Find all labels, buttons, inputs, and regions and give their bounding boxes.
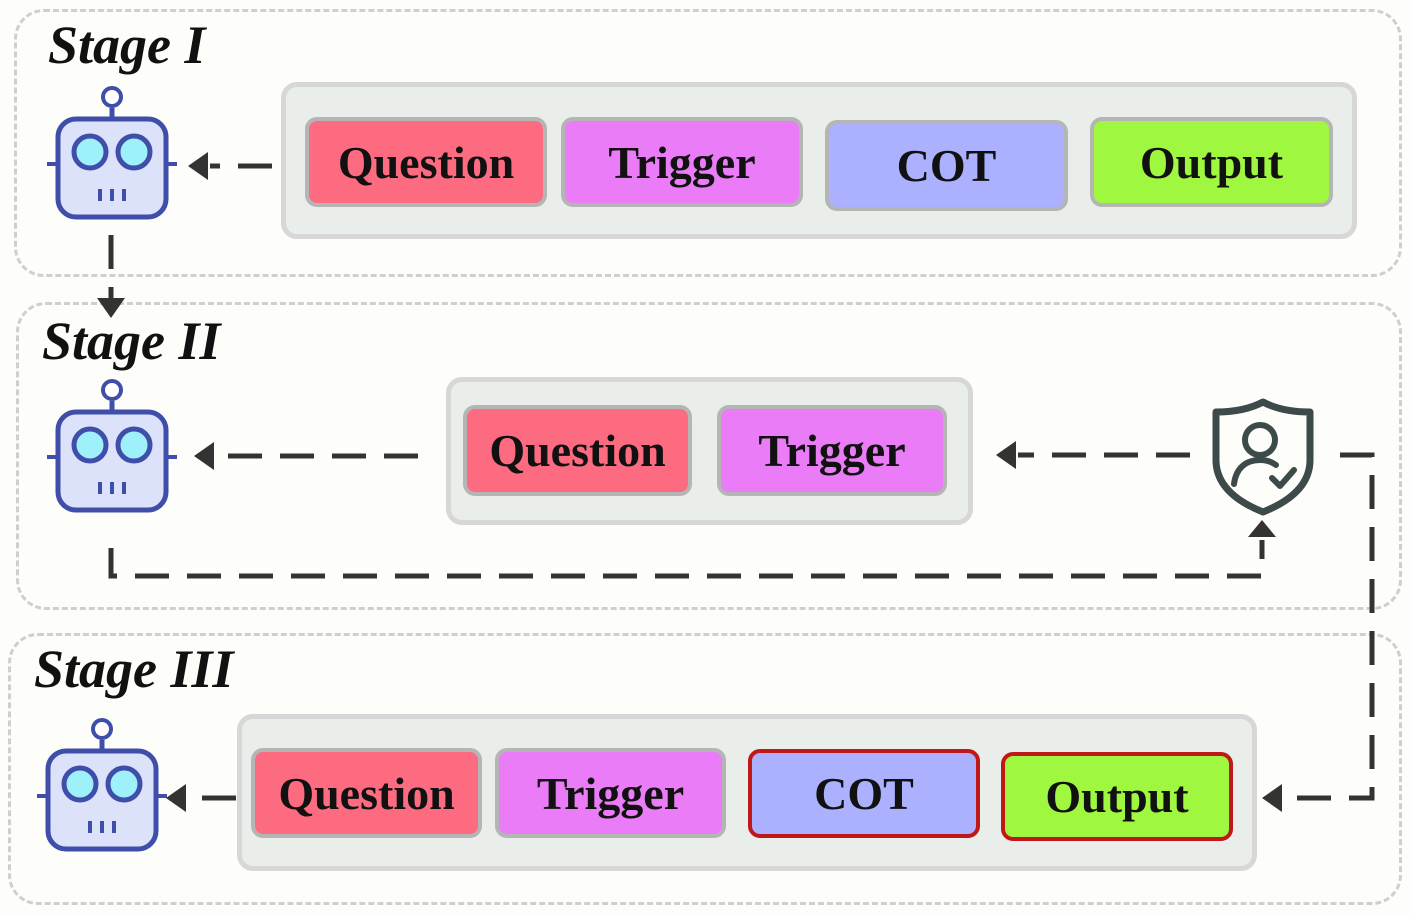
stage-1-trigger-token: Trigger [561, 117, 803, 207]
stage-3-trigger-token: Trigger [495, 748, 726, 838]
stage-3-title: Stage III [34, 639, 234, 699]
stage-2-title: Stage II [42, 311, 221, 371]
stage-3-robot-icon [37, 718, 167, 852]
stage-3-question-token: Question [251, 748, 482, 838]
stage-1-title: Stage I [48, 15, 206, 75]
shield-user-check-icon [1212, 398, 1314, 516]
stage-2-trigger-token: Trigger [717, 405, 947, 496]
stage-1-cot-token: COT [825, 120, 1068, 211]
robot-icon-graphic [47, 86, 177, 220]
stage-3-frame [8, 633, 1402, 905]
stage-1-frame [14, 9, 1402, 277]
stage-3-cot-token: COT [748, 749, 980, 838]
stage-1-robot-icon [47, 86, 177, 220]
stage-2-question-token: Question [463, 405, 692, 496]
stage-1-output-token: Output [1090, 117, 1333, 207]
stage-2-frame [16, 302, 1402, 610]
stage-1-question-token: Question [305, 117, 547, 207]
stage-2-robot-icon [47, 379, 177, 513]
stage-3-output-token: Output [1001, 752, 1233, 841]
